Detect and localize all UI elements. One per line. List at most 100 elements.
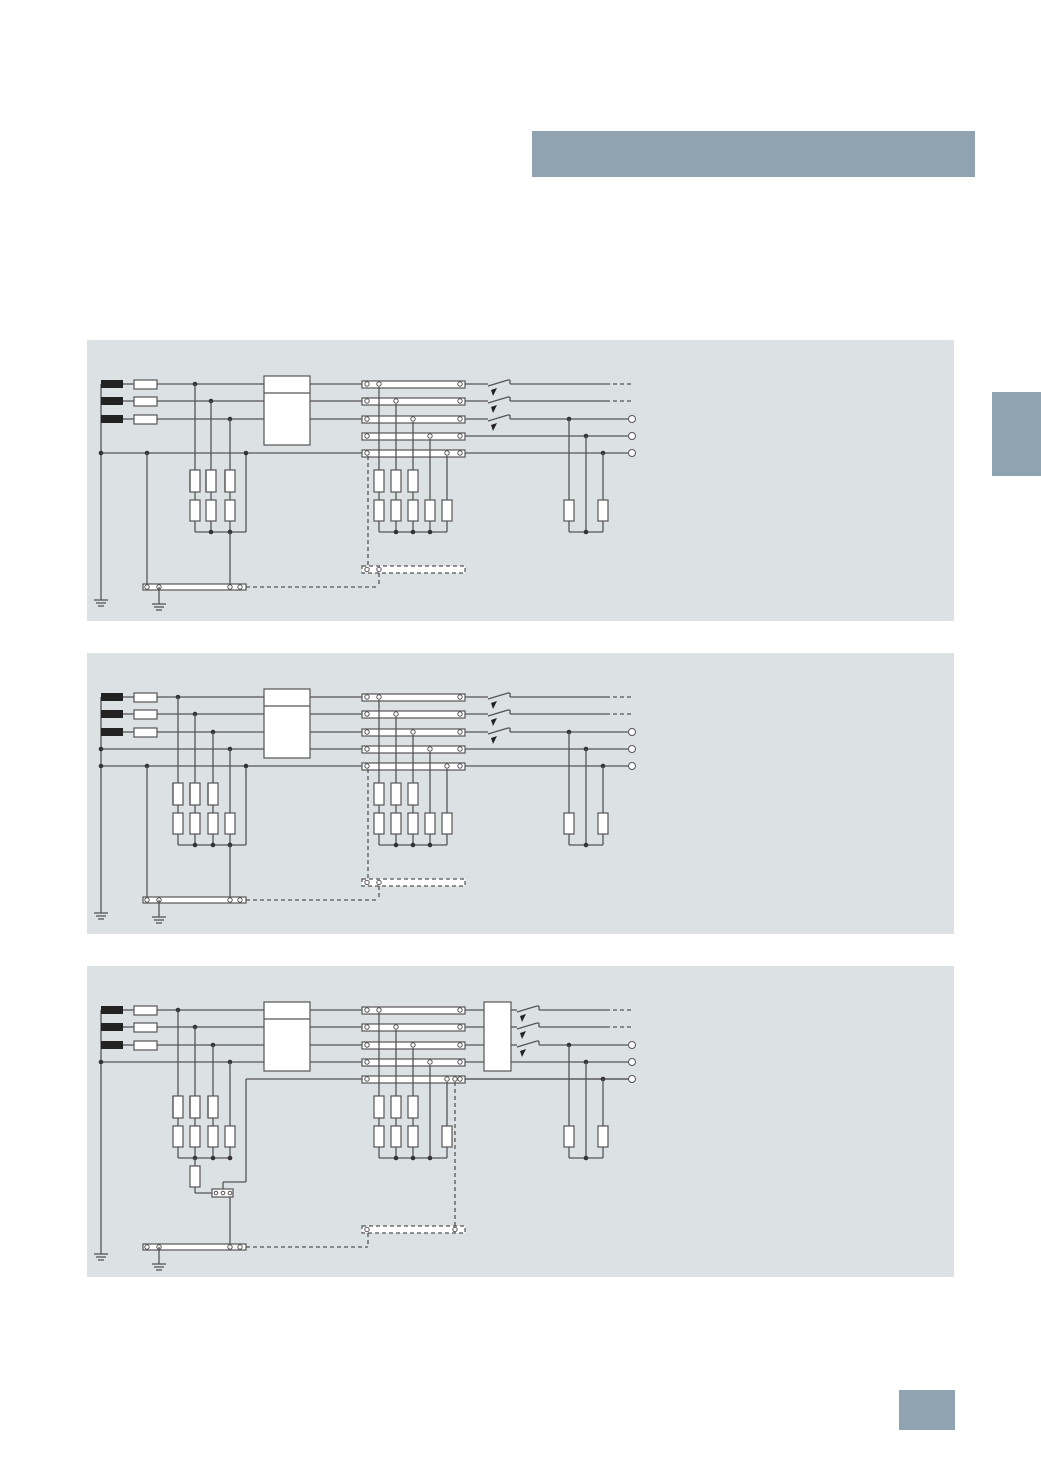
fuse [189,1095,201,1119]
surge-arrester [189,812,201,835]
surge-arrester [441,1125,453,1148]
terminal-ring [410,416,416,422]
junction-dot [98,746,104,752]
terminal-ring [427,746,433,752]
surge-arrester [207,812,219,835]
wire [516,1022,538,1030]
terminal-ring [427,1059,433,1065]
junction-dot [98,763,104,769]
switch-arrow-icon [520,1031,526,1039]
phase-source-block [101,693,123,701]
fuse [207,1095,219,1119]
junction-dot [583,1155,589,1161]
phase-source-block [101,397,123,405]
surge-arrester [189,1165,201,1188]
surge-arrester [441,812,453,835]
fuse [373,1095,385,1119]
surge-arrester [172,1125,184,1148]
terminal-ring [144,1244,150,1250]
junction-dot [98,450,104,456]
terminal-ring [376,694,382,700]
terminal-ring [457,1076,463,1082]
diagram-2 [94,688,636,924]
terminal-ring [364,1076,370,1082]
terminal-ring [220,1190,226,1196]
terminal-ring [364,729,370,735]
terminal-ring [364,433,370,439]
terminal-ring [364,566,370,573]
fuse [407,469,419,493]
surge-arrester [373,812,385,835]
junction-dot [427,529,433,535]
dashed-busbar [361,565,466,574]
switch-arrow-icon [520,1014,526,1022]
terminal-ring [364,416,370,422]
terminal-ring [457,1059,463,1065]
fuse [133,709,158,720]
surge-arrester [424,499,436,522]
phase-source-block [101,1006,123,1014]
surge-arrester [597,812,609,835]
junction-dot [243,763,249,769]
terminal-ring [376,1007,382,1013]
surge-arrester [205,499,217,522]
junction-dot [243,450,249,456]
junction-dot [583,842,589,848]
fuse [205,469,217,493]
device-box [263,375,311,446]
terminal-ring [393,711,399,717]
device-box [263,1001,311,1072]
terminal-ring [237,584,243,590]
terminal-ring [410,1042,416,1048]
terminal-ring [457,450,463,456]
busbar [361,710,466,719]
junction-dot [583,529,589,535]
terminal-ring [410,729,416,735]
surge-arrester [407,1125,419,1148]
wire [487,414,509,422]
junction-dot [192,842,198,848]
switch-arrow-icon [491,388,497,396]
surge-arrester [224,1125,236,1148]
terminal-ring [237,897,243,903]
fuse [407,1095,419,1119]
fuse [189,469,201,493]
terminal-ring [227,584,233,590]
wire [516,1040,538,1048]
terminal-ring [452,1226,458,1233]
terminal-ring [457,1007,463,1013]
junction-dot [210,1155,216,1161]
terminal-ring [452,1076,458,1082]
terminal-ring [628,1075,636,1083]
fuse [224,469,236,493]
phase-source-block [101,710,123,718]
wire [516,1005,538,1013]
terminal-ring [444,763,450,769]
wire [487,396,509,404]
phase-source-block [101,415,123,423]
terminal-ring [457,1042,463,1048]
switch-arrow-icon [491,405,497,413]
terminal-ring [364,450,370,456]
terminal-ring [628,415,636,423]
surge-arrester [563,1125,575,1148]
terminal-ring [376,381,382,387]
fuse [172,1095,184,1119]
terminal-ring [364,1042,370,1048]
surge-arrester [441,499,453,522]
fuse [207,782,219,806]
terminal-ring [457,416,463,422]
terminal-ring [364,746,370,752]
terminal-ring [444,1076,450,1082]
fuse [133,379,158,390]
busbar [361,397,466,406]
fuse [133,1022,158,1033]
surge-arrester [407,812,419,835]
terminal-ring [457,398,463,404]
junction-dot [427,1155,433,1161]
fuse [390,1095,402,1119]
diagram-panel-3 [87,966,954,1277]
terminal-ring [227,897,233,903]
fuse [133,414,158,425]
surge-arrester [224,499,236,522]
